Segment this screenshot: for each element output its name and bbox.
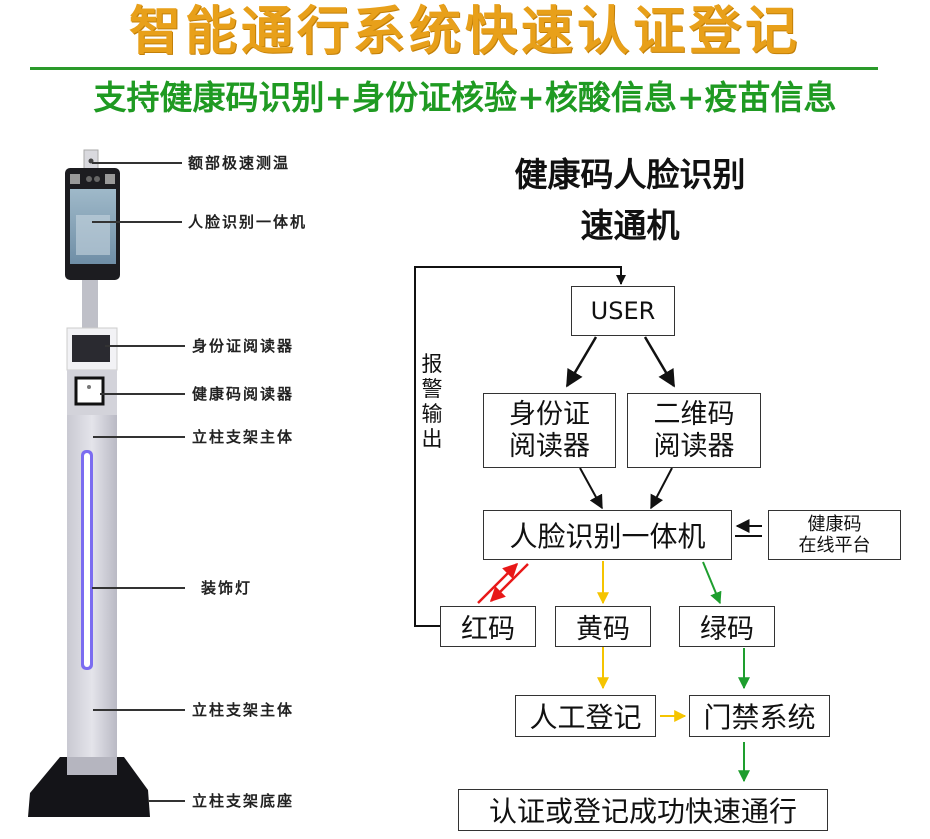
node-qr-reader-line2: 阅读器 bbox=[653, 430, 735, 462]
callout-health-code-reader: 健康码阅读器 bbox=[192, 385, 295, 403]
callout-line bbox=[100, 393, 185, 395]
callout-decorative-light: 装饰灯 bbox=[201, 579, 253, 597]
callout-line bbox=[92, 162, 182, 164]
callout-pole-body-upper: 立柱支架主体 bbox=[192, 428, 295, 446]
page-title: 智能通行系统快速认证登记 bbox=[128, 2, 801, 62]
node-id-reader-line2: 阅读器 bbox=[509, 430, 590, 462]
node-id-reader: 身份证 阅读器 bbox=[483, 393, 616, 468]
node-user-label: USER bbox=[590, 297, 656, 325]
node-green-code-label: 绿码 bbox=[700, 614, 754, 645]
alarm-output-label: 报警输出 bbox=[421, 352, 443, 451]
callout-line bbox=[93, 436, 185, 438]
callout-line bbox=[105, 345, 185, 347]
node-health-code-platform: 健康码 在线平台 bbox=[768, 510, 901, 560]
node-red-code: 红码 bbox=[440, 606, 536, 647]
page-subtitle: 支持健康码识别+身份证核验+核酸信息+疫苗信息 bbox=[93, 78, 837, 117]
node-yellow-code: 黄码 bbox=[555, 606, 651, 647]
callout-line bbox=[93, 709, 185, 711]
node-red-code-label: 红码 bbox=[461, 614, 515, 645]
callout-temp-sensor: 额部极速测温 bbox=[188, 154, 291, 172]
device-illustration bbox=[20, 145, 170, 835]
callout-line bbox=[92, 221, 182, 223]
callout-line bbox=[148, 800, 185, 802]
node-face-terminal-label: 人脸识别一体机 bbox=[509, 520, 706, 553]
node-access-control-label: 门禁系统 bbox=[703, 701, 816, 734]
node-id-reader-line1: 身份证 bbox=[509, 398, 590, 430]
node-health-platform-line2: 在线平台 bbox=[798, 535, 871, 556]
node-user: USER bbox=[571, 286, 675, 336]
callout-line bbox=[92, 587, 185, 589]
callout-pole-base: 立柱支架底座 bbox=[192, 792, 295, 810]
callout-pole-body-lower: 立柱支架主体 bbox=[192, 701, 295, 719]
node-face-terminal: 人脸识别一体机 bbox=[483, 510, 732, 560]
node-manual-register: 人工登记 bbox=[515, 695, 656, 737]
node-health-platform-line1: 健康码 bbox=[807, 514, 862, 535]
node-yellow-code-label: 黄码 bbox=[576, 614, 630, 645]
node-pass: 认证或登记成功快速通行 bbox=[458, 789, 828, 831]
node-manual-register-label: 人工登记 bbox=[529, 701, 642, 734]
callout-face-terminal: 人脸识别一体机 bbox=[188, 213, 308, 231]
kiosk-device-icon bbox=[28, 149, 150, 817]
node-green-code: 绿码 bbox=[679, 606, 775, 647]
flowchart-title-line2: 速通机 bbox=[580, 206, 680, 245]
node-access-control: 门禁系统 bbox=[689, 695, 830, 737]
node-qr-reader-line1: 二维码 bbox=[653, 398, 735, 430]
node-qr-reader: 二维码 阅读器 bbox=[627, 393, 761, 468]
node-pass-label: 认证或登记成功快速通行 bbox=[488, 795, 797, 828]
callout-id-reader: 身份证阅读器 bbox=[192, 337, 295, 355]
flowchart-title-line1: 健康码人脸识别 bbox=[514, 155, 746, 194]
title-divider bbox=[30, 67, 878, 70]
